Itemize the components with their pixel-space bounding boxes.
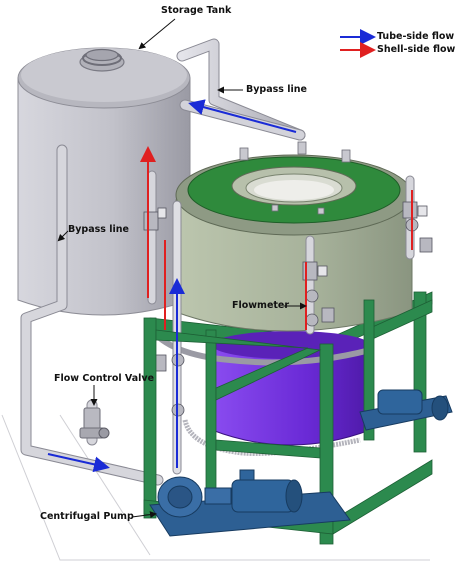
bypass-line-top-label: Bypass line <box>246 84 307 95</box>
flow-control-valve-label: Flow Control Valve <box>54 373 155 384</box>
callout-leaders <box>57 18 307 519</box>
flowmeter-label: Flowmeter <box>232 300 290 311</box>
tank-hatch <box>79 48 125 72</box>
flow-control-valve <box>79 407 110 439</box>
second-pump <box>359 389 453 431</box>
centrifugal-pump-label: Centrifugal Pump <box>40 511 134 522</box>
centrifugal-pump <box>149 469 351 537</box>
storage-tank-label: Storage Tank <box>161 5 232 16</box>
tube-side-flow-arrows <box>47 99 297 473</box>
exchanger-fittings <box>239 141 351 215</box>
legend-tube-side-label: Tube-side flow <box>377 31 455 42</box>
bypass-line-piping <box>20 38 306 486</box>
heat-exchanger <box>175 154 413 332</box>
shell-side-flow-arrows <box>140 146 413 330</box>
legend-shell-side-label: Shell-side flow <box>377 44 456 55</box>
floor-outline <box>1 414 430 561</box>
legend <box>340 29 376 58</box>
bypass-line-left-label: Bypass line <box>68 224 129 235</box>
